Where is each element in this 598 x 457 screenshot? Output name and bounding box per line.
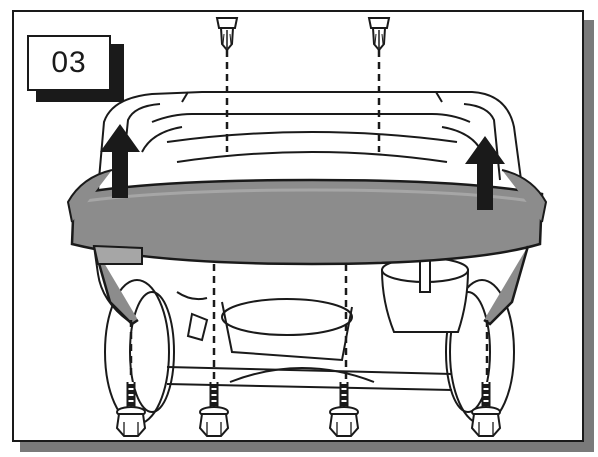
underbody [104,257,515,425]
up-arrow-icon [100,124,140,198]
step-number: 03 [51,46,87,79]
bumper-illustration [66,17,548,442]
step-number-badge: 03 [27,35,111,91]
push-clip-icon [368,17,390,51]
bolt-icon [200,382,228,436]
car-body [96,91,525,203]
dashed-guide-lines [129,50,489,382]
bolt-icon [330,382,358,436]
push-clip-icon [216,17,238,51]
up-arrow-icon [465,136,505,210]
bumper-cover [66,169,548,326]
